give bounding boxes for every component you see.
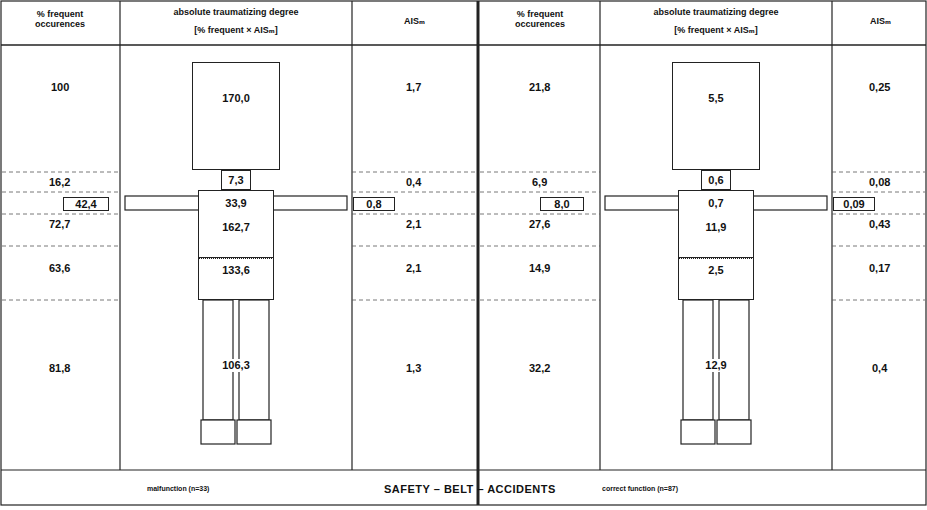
- torso-box: 33,9 162,7: [198, 190, 274, 258]
- table-value: 32,2: [529, 362, 550, 374]
- group-label: malfunction (n=33): [147, 485, 209, 493]
- table-value: 2,1: [406, 262, 421, 274]
- column-header: % frequent occurences: [12, 10, 108, 30]
- injury-value: 162,7: [199, 222, 273, 233]
- injury-value: 133,6: [199, 265, 273, 276]
- neck-box: 7,3: [221, 170, 251, 190]
- pelvis-box: 133,6: [198, 258, 274, 300]
- injury-value: 0,8: [354, 199, 394, 210]
- injury-value: 2,5: [679, 265, 753, 276]
- column-header: [% frequent × AISₘ]: [126, 26, 346, 36]
- injury-value: 8,0: [541, 199, 583, 210]
- table-value: 81,8: [49, 362, 70, 374]
- table-value: 0,17: [869, 262, 890, 274]
- column-header: AISₘ: [870, 17, 891, 27]
- injury-value: 42,4: [64, 199, 108, 210]
- table-value: 100: [51, 81, 69, 93]
- group-label: correct function (n=87): [602, 485, 678, 493]
- table-value: 16,2: [49, 176, 70, 188]
- injury-value: 11,9: [679, 222, 753, 233]
- arm-value-box: 8,0: [540, 197, 584, 211]
- column-header: absolute traumatizing degree: [126, 8, 346, 18]
- head-box: 5,5: [672, 62, 760, 170]
- torso-box: 0,7 11,9: [678, 190, 754, 258]
- injury-value: 170,0: [193, 93, 279, 104]
- column-header: absolute traumatizing degree: [606, 8, 826, 18]
- arm-ais-box: 0,8: [353, 197, 395, 211]
- injury-value: 7,3: [222, 175, 250, 186]
- table-value: 63,6: [49, 262, 70, 274]
- table-value: 27,6: [529, 218, 550, 230]
- legs-box: 12,9: [678, 300, 754, 445]
- injury-value: 0,7: [679, 198, 753, 209]
- table-value: 0,4: [872, 362, 887, 374]
- table-value: 0,08: [869, 176, 890, 188]
- arm-ais-box: 0,09: [833, 197, 875, 211]
- table-value: 21,8: [529, 81, 550, 93]
- head-box: 170,0: [192, 62, 280, 170]
- arm-value-box: 42,4: [63, 197, 109, 211]
- table-value: 1,7: [406, 81, 421, 93]
- injury-value: 5,5: [673, 93, 759, 104]
- injury-value: 0,6: [702, 175, 730, 186]
- column-header: % frequent occurences: [492, 10, 588, 30]
- injury-value: 106,3: [220, 359, 252, 372]
- column-header: AISₘ: [404, 17, 425, 27]
- table-value: 72,7: [49, 218, 70, 230]
- table-value: 2,1: [406, 218, 421, 230]
- injury-value: 0,09: [834, 199, 874, 210]
- table-value: 6,9: [532, 176, 547, 188]
- table-value: 0,4: [406, 176, 421, 188]
- table-value: 14,9: [529, 262, 550, 274]
- column-header: [% frequent × AISₘ]: [606, 26, 826, 36]
- table-value: 0,43: [869, 218, 890, 230]
- injury-value: 33,9: [199, 198, 273, 209]
- neck-box: 0,6: [701, 170, 731, 190]
- table-value: 0,25: [869, 81, 890, 93]
- table-value: 1,3: [406, 362, 421, 374]
- legs-box: 106,3: [198, 300, 274, 445]
- pelvis-box: 2,5: [678, 258, 754, 300]
- injury-value: 12,9: [703, 359, 728, 372]
- table-caption: SAFETY – BELT – ACCIDENTS: [384, 483, 556, 495]
